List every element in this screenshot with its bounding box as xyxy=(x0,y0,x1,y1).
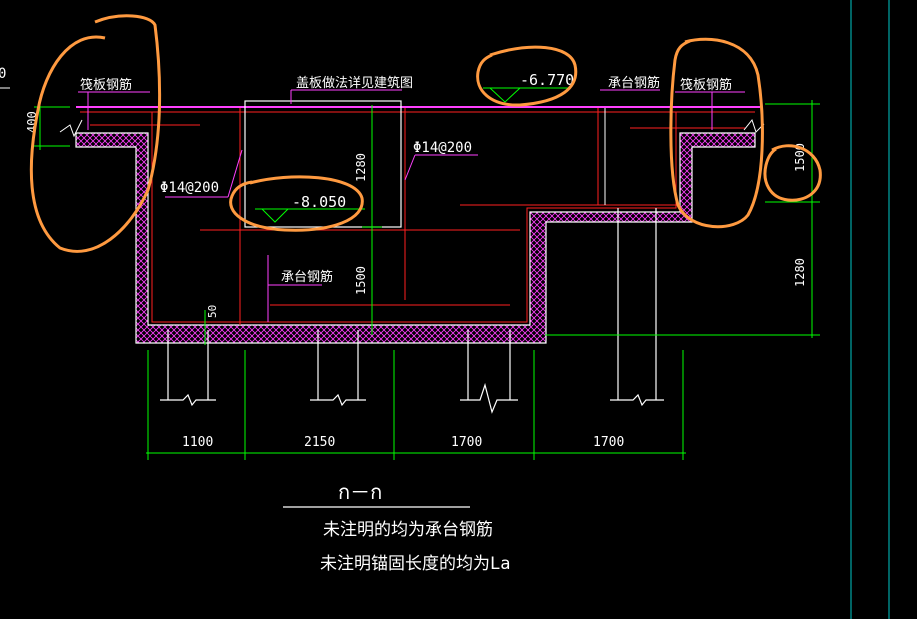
pile xyxy=(310,330,366,407)
elevation-top-label: -6.770 xyxy=(520,71,574,89)
elev-marker-pit xyxy=(255,208,365,223)
section-title: ก－ก xyxy=(338,480,382,504)
dim-bottom-1: 1100 xyxy=(182,435,213,450)
leader-line xyxy=(227,149,243,198)
annotation-circle-top-elev xyxy=(476,45,578,107)
elevation-pit-label: -8.050 xyxy=(292,193,346,211)
dim-pit-1280: 1280 xyxy=(354,153,368,182)
leader-line xyxy=(404,154,416,181)
dim-bottom-2: 2150 xyxy=(304,435,335,450)
annotation-circle-pit-elev xyxy=(229,175,364,232)
elev-marker-top xyxy=(483,87,571,103)
annotation-circle-right-dim xyxy=(763,144,822,202)
break-symbol xyxy=(743,118,765,133)
section-note-line1: 未注明的均为承台钢筋 xyxy=(323,520,493,540)
annotation-circle-left xyxy=(29,14,162,253)
dim-bottom-3: 1700 xyxy=(451,435,482,450)
dim-cover-50: 50 xyxy=(206,305,219,318)
pile xyxy=(460,330,518,414)
dim-right-1280: 1280 xyxy=(793,258,807,287)
pit-wall-hatched xyxy=(75,132,756,344)
left-edge-char: 0 xyxy=(0,66,6,82)
dim-bottom-4: 1700 xyxy=(593,435,624,450)
raft-rebar-label-left: 筏板钢筋 xyxy=(80,77,132,93)
slab-note-label: 盖板做法详见建筑图 xyxy=(296,75,413,91)
raft-rebar-label-right: 筏板钢筋 xyxy=(680,77,732,93)
pile-cap-rebar-label-mid: 承台钢筋 xyxy=(281,269,333,285)
annotation-circle-right xyxy=(669,37,764,229)
dim-pit-1500: 1500 xyxy=(354,266,368,295)
rebar-spec-left: Φ14@200 xyxy=(160,180,219,196)
pile xyxy=(160,330,216,407)
pile-cap-rebar-label-top: 承台钢筋 xyxy=(608,75,660,91)
break-symbol xyxy=(59,119,83,138)
section-note-line2: 未注明锚固长度的均为La xyxy=(320,554,510,574)
pile xyxy=(610,208,664,407)
rebar-spec-right: Φ14@200 xyxy=(413,140,472,156)
